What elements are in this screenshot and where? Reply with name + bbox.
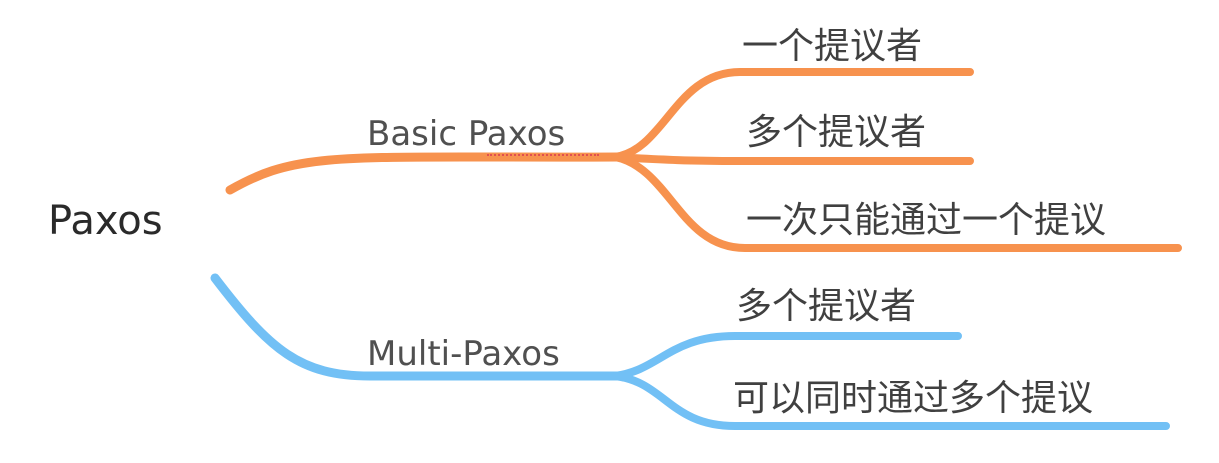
leaf-node-basic-3: 一次只能通过一个提议 — [746, 200, 1107, 241]
basic-paxos-links — [225, 68, 1182, 252]
leaf-node-basic-1: 一个提议者 — [742, 26, 923, 67]
root-node-label: Paxos — [48, 198, 163, 244]
leaf-node-multi-1: 多个提议者 — [736, 286, 917, 327]
link-root-to-basic-paxos — [225, 152, 625, 195]
link-basic-paxos-to-leaf-1 — [611, 68, 974, 161]
link-multi-paxos-to-leaf-2 — [611, 372, 1170, 430]
branch-node-multi-paxos: Multi-Paxos — [367, 334, 560, 374]
link-basic-paxos-to-leaf-2 — [611, 153, 974, 165]
link-root-to-multi-paxos — [210, 273, 625, 381]
branch-node-basic-paxos: Basic Paxos — [367, 114, 566, 154]
leaf-node-multi-2: 可以同时通过多个提议 — [733, 378, 1094, 419]
link-multi-paxos-to-leaf-1 — [611, 332, 962, 380]
leaf-node-basic-2: 多个提议者 — [746, 112, 927, 153]
multi-paxos-links — [210, 273, 1170, 430]
spellcheck-underline — [487, 150, 599, 156]
link-basic-paxos-to-leaf-3 — [611, 153, 1182, 252]
